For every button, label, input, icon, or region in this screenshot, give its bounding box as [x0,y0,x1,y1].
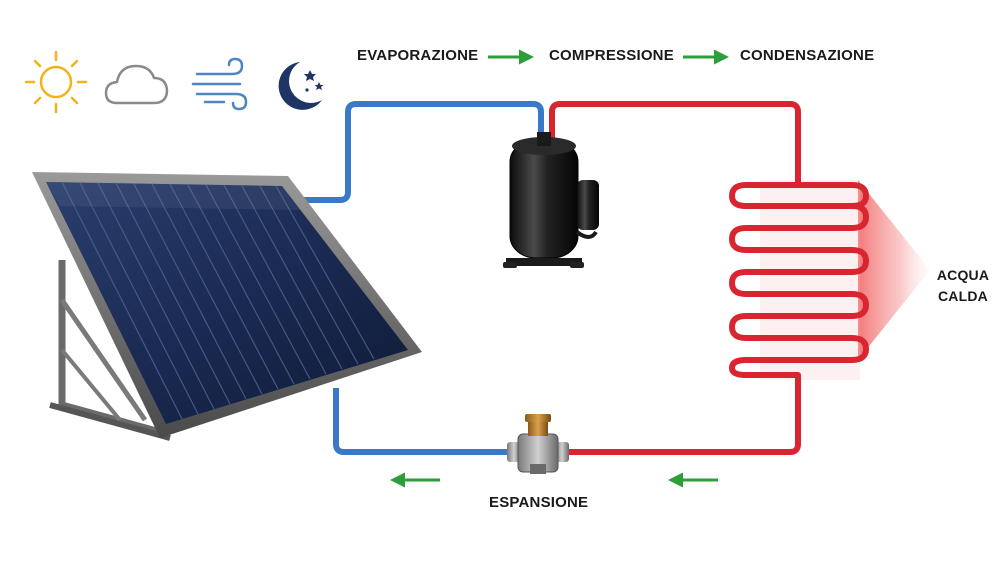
sun-icon [24,50,88,114]
solar-panel [32,172,422,441]
hot-water-label-line2: CALDA [938,288,988,304]
cloud-icon [104,64,169,105]
heat-glow [858,180,930,360]
cold-pipe-suction [298,101,544,203]
expansion-valve [507,414,569,474]
step-label-compression: COMPRESSIONE [549,47,674,64]
expansion-label: ESPANSIONE [489,494,589,511]
step-label-evaporation: EVAPORAZIONE [357,47,479,64]
condenser-coil [729,182,869,378]
cold-pipe-return [333,388,510,455]
moon-stars-icon [278,62,324,110]
compressor [503,132,599,268]
hot-pipe-liquid [566,375,801,455]
step-label-condensation: CONDENSAZIONE [740,47,875,64]
hot-pipe-discharge [549,101,801,185]
wind-icon [191,57,248,111]
heat-glow-base [760,180,860,380]
hot-water-label-line1: ACQUA [936,267,990,283]
